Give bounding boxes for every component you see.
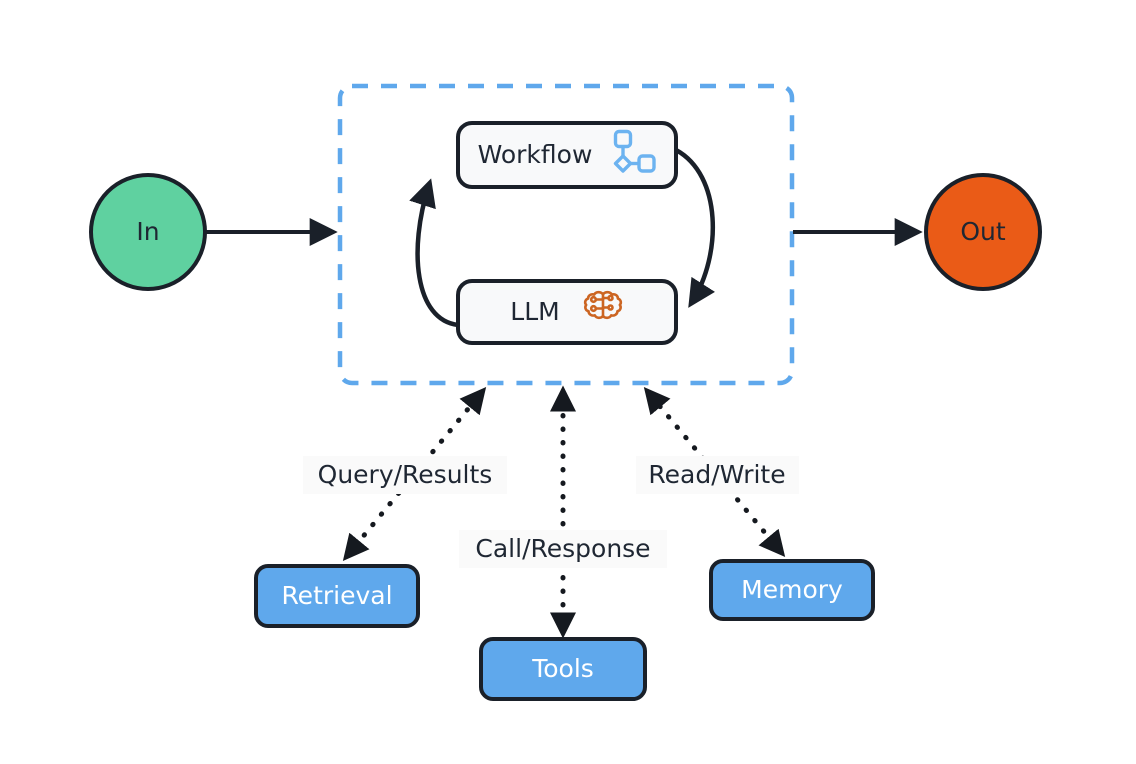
agent-frame <box>337 83 795 386</box>
memory-label: Memory <box>741 575 843 604</box>
retrieval-label: Retrieval <box>281 581 392 610</box>
edge-label-query-results: Query/Results <box>303 456 507 494</box>
workflow-node-graph-icon <box>613 129 656 173</box>
node-out[interactable]: Out <box>924 173 1042 291</box>
node-in[interactable]: In <box>89 173 207 291</box>
node-llm[interactable]: LLM <box>456 279 678 345</box>
node-tools[interactable]: Tools <box>479 637 647 701</box>
query-results-label-bg <box>303 456 507 494</box>
edge-agent-memory <box>643 387 786 557</box>
query-results-label: Query/Results <box>318 460 493 489</box>
out-label: Out <box>960 217 1006 246</box>
edge-workflow-to-llm <box>673 147 716 308</box>
tools-label: Tools <box>531 654 594 683</box>
node-workflow[interactable]: Workflow <box>456 121 678 189</box>
call-response-label-bg <box>459 530 667 568</box>
edge-label-read-write: Read/Write <box>636 456 799 494</box>
llm-label: LLM <box>510 297 559 326</box>
in-circle-shape <box>89 173 207 291</box>
read-write-label-bg <box>636 456 799 494</box>
workflow-label: Workflow <box>478 140 593 169</box>
llm-box-shape <box>456 279 678 345</box>
brain-icon <box>583 290 623 320</box>
call-response-label: Call/Response <box>475 534 650 563</box>
edge-llm-to-workflow <box>409 178 461 328</box>
in-label: In <box>136 217 159 246</box>
memory-box-shape <box>709 559 875 621</box>
read-write-label: Read/Write <box>648 460 785 489</box>
retrieval-box-shape <box>254 564 420 628</box>
node-retrieval[interactable]: Retrieval <box>254 564 420 628</box>
tools-box-shape <box>479 637 647 701</box>
edge-label-call-response: Call/Response <box>459 530 667 568</box>
out-circle-shape <box>924 173 1042 291</box>
node-memory[interactable]: Memory <box>709 559 875 621</box>
